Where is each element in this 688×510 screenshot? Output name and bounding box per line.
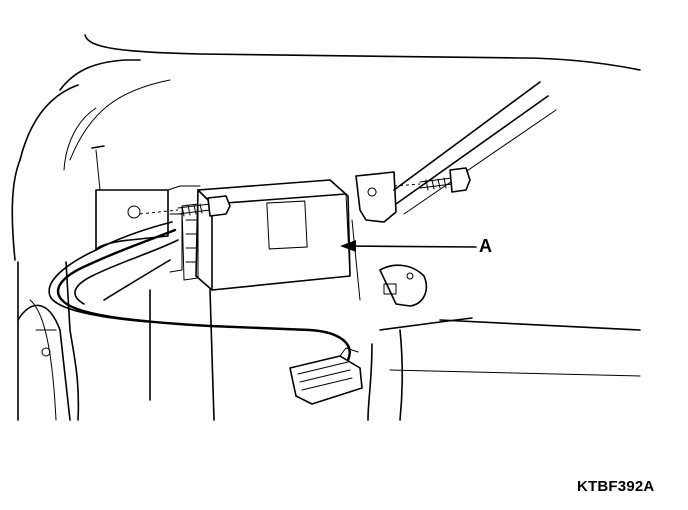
wire-harness (48, 221, 351, 362)
bolt-left (177, 195, 231, 217)
left-trim (17, 261, 80, 421)
callout-arrow (340, 240, 477, 252)
bracket-left (91, 145, 201, 251)
console-pillar (149, 289, 641, 421)
figure-code: KTBF392A (577, 478, 655, 495)
alignment-lines (139, 183, 421, 215)
module-box (169, 179, 351, 291)
bolt-right (419, 167, 471, 193)
bracket-right (351, 81, 557, 307)
harness-connector (289, 347, 363, 405)
callout-label: A (479, 236, 492, 256)
dash-panel-outline (11, 34, 641, 261)
